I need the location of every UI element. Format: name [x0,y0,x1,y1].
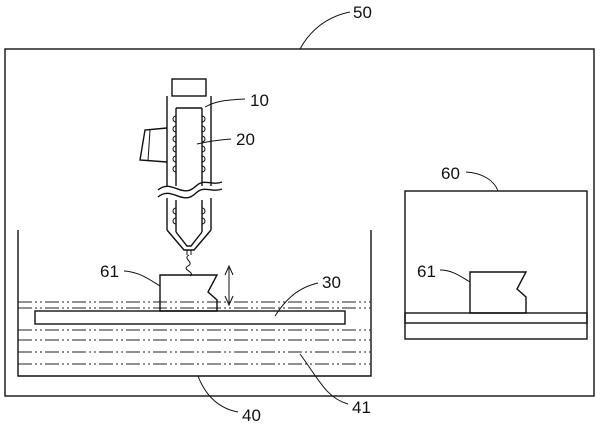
leader-61-main [123,270,161,287]
label-10: 10 [250,91,269,110]
label-40: 40 [242,406,261,425]
leader-20 [196,138,232,145]
leader-40 [197,375,239,413]
feed-inlet [139,127,168,163]
leader-10 [204,98,246,108]
nozzle-barrel [166,96,212,186]
nozzle-lower [166,198,212,255]
inset-box [404,190,588,340]
leader-41 [299,353,349,405]
label-20: 20 [236,130,255,149]
label-61-inset: 61 [417,262,436,281]
label-41: 41 [352,398,371,417]
printed-object-inset [469,271,528,314]
liquid-lines [18,301,371,365]
leader-61-inset [439,269,471,283]
tank-wall [17,230,372,377]
nozzle-cap [171,78,207,97]
leader-50 [299,11,351,50]
label-60: 60 [441,164,460,183]
label-30: 30 [322,273,341,292]
leader-30 [274,282,319,317]
inset-platform [404,312,588,324]
label-50: 50 [353,3,372,22]
printed-object [159,274,219,312]
break-line-2 [157,188,223,199]
outer-frame [4,48,595,397]
extrusion-filament [185,254,192,277]
z-movement-arrow [224,264,234,307]
leader-60 [465,171,499,192]
platform [34,310,346,325]
break-line [157,181,223,192]
label-61-main: 61 [100,262,119,281]
